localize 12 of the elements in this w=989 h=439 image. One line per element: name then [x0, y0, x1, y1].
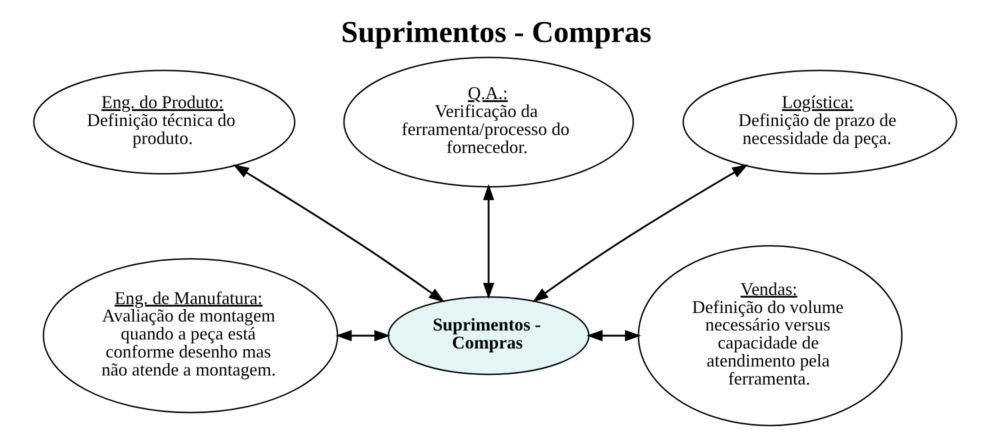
arrow — [335, 330, 390, 342]
node-ellipse: Vendas: Definição do volume necessário versus capacidade de atendimento pela ferramenta. — [637, 245, 902, 426]
arrow — [532, 164, 748, 302]
node-ellipse: Suprimentos - Compras — [387, 296, 590, 376]
arrow — [586, 330, 641, 342]
arrow — [482, 184, 494, 299]
node-ellipse: Q.A.: Verificação da ferramenta/processo do fornecedor. — [342, 56, 634, 188]
diagram-title: Suprimentos - Compras — [340, 14, 651, 49]
node-ellipse: Eng. de Manufatura: Avaliação de montagem quando a peça está conforme desenho mas não atende a montagem. — [42, 258, 338, 414]
node-ellipse: Eng. do Produto: Definição técnica do produto. — [32, 70, 295, 174]
node-ellipse: Logística: Definição de prazo de necessidade da peça. — [682, 70, 957, 174]
arrow — [232, 164, 444, 302]
